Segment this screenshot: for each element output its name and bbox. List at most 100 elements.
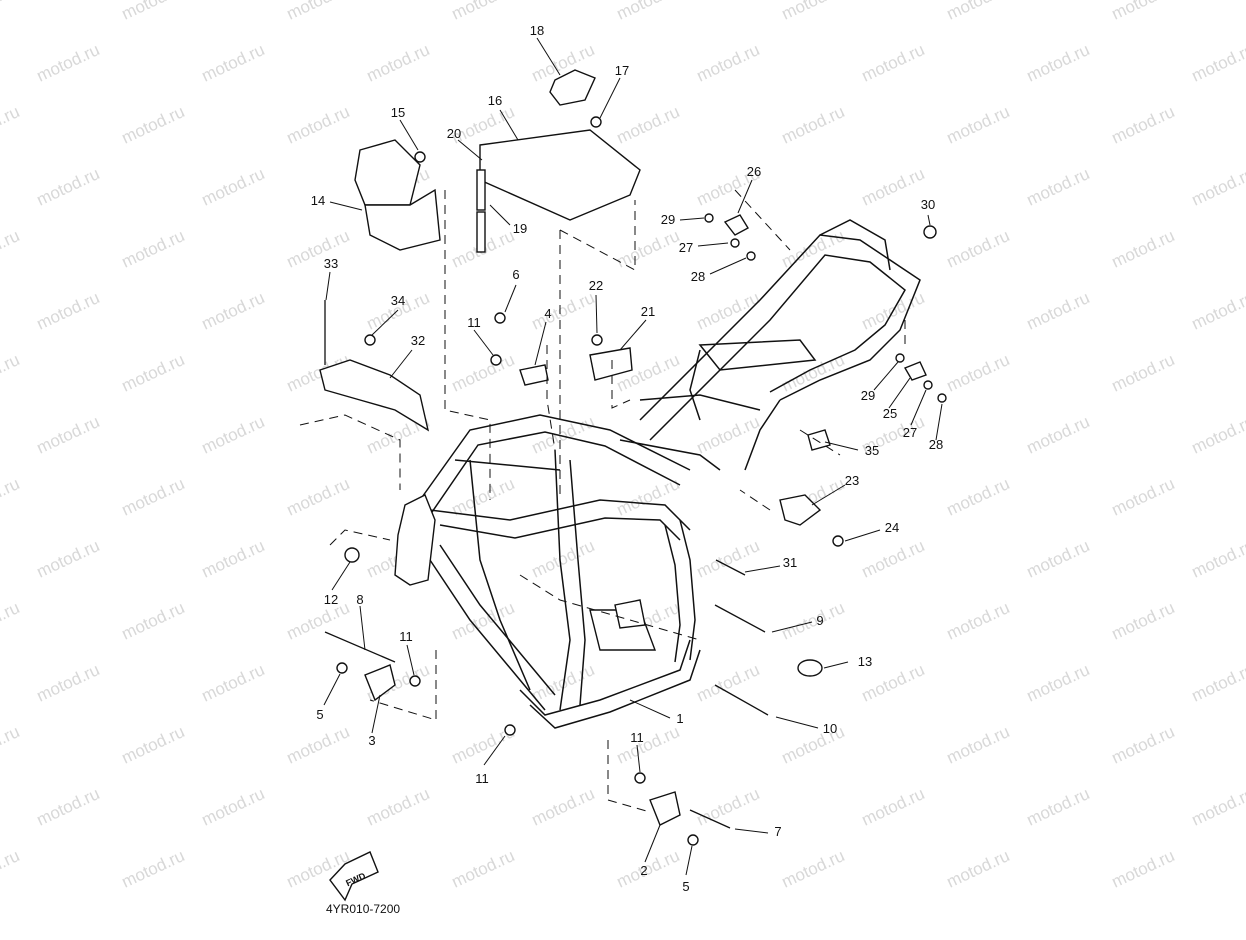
callout-number: 11 — [475, 771, 489, 786]
watermark-text: motod.ru — [614, 722, 683, 768]
watermark-text: motod.ru — [119, 598, 188, 644]
callout-number: 12 — [324, 592, 338, 607]
watermark-text: motod.ru — [614, 846, 683, 892]
watermark-text: motod.ru — [1024, 40, 1093, 86]
watermark-text: motod.ru — [199, 784, 268, 830]
callout-number: 27 — [679, 240, 693, 255]
watermark-text: motod.ru — [944, 0, 1013, 24]
watermark-text: motod.ru — [284, 226, 353, 272]
watermark-text: motod.ru — [199, 412, 268, 458]
watermark-text: motod.ru — [284, 474, 353, 520]
watermark-text: motod.ru — [779, 0, 848, 24]
callout-number: 24 — [885, 520, 899, 535]
watermark-text: motod.ru — [119, 226, 188, 272]
watermark-text: motod.ru — [1109, 0, 1178, 24]
callout-number: 4 — [544, 306, 551, 321]
callout-number: 31 — [783, 555, 797, 570]
watermark-text: motod.ru — [529, 288, 598, 334]
callout-number: 17 — [615, 63, 629, 78]
watermark-text: motod.ru — [694, 288, 763, 334]
watermark-text: motod.ru — [119, 722, 188, 768]
watermark-text: motod.ru — [1109, 474, 1178, 520]
watermark-text: motod.ru — [284, 0, 353, 24]
watermark-text: motod.ru — [284, 722, 353, 768]
watermark-text: motod.ru — [1189, 536, 1246, 582]
callout-number: 16 — [488, 93, 502, 108]
watermark-text: motod.ru — [529, 536, 598, 582]
watermark-text: motod.ru — [34, 40, 103, 86]
watermark-text: motod.ru — [1024, 164, 1093, 210]
watermark-text: motod.ru — [0, 474, 22, 520]
watermark-text: motod.ru — [944, 226, 1013, 272]
watermark-text: motod.ru — [1189, 412, 1246, 458]
watermark-text: motod.ru — [1024, 660, 1093, 706]
callout-number: 20 — [447, 126, 461, 141]
callout-number: 11 — [630, 730, 644, 745]
parts-layer — [319, 69, 947, 846]
watermark-text: motod.ru — [0, 846, 22, 892]
watermark-text: motod.ru — [1109, 598, 1178, 644]
watermark-text: motod.ru — [1109, 226, 1178, 272]
callout-number: 21 — [641, 304, 655, 319]
watermark-text: motod.ru — [34, 660, 103, 706]
watermark-text: motod.ru — [0, 226, 22, 272]
watermark-text: motod.ru — [119, 350, 188, 396]
watermark-text: motod.ru — [944, 722, 1013, 768]
callout-number: 18 — [530, 23, 544, 38]
watermark-text: motod.ru — [779, 846, 848, 892]
watermark-text: motod.ru — [1109, 846, 1178, 892]
watermark-text: motod.ru — [0, 722, 22, 768]
watermark-text: motod.ru — [1189, 40, 1246, 86]
watermark-text: motod.ru — [119, 846, 188, 892]
watermark-text: motod.ru — [199, 40, 268, 86]
callout-number: 11 — [399, 629, 413, 644]
watermark-text: motod.ru — [1024, 536, 1093, 582]
watermark-text: motod.ru — [1189, 784, 1246, 830]
callout-number: 13 — [858, 654, 872, 669]
callout-number: 11 — [467, 315, 481, 330]
callout-number: 5 — [316, 707, 323, 722]
watermark-text: motod.ru — [119, 0, 188, 24]
callout-number: 29 — [861, 388, 875, 403]
watermark-text: motod.ru — [694, 784, 763, 830]
watermark-text: motod.ru — [859, 536, 928, 582]
watermark-text: motod.ru — [34, 164, 103, 210]
callout-number: 25 — [883, 406, 897, 421]
watermark-text: motod.ru — [0, 598, 22, 644]
watermark-text: motod.ru — [694, 40, 763, 86]
watermark-text: motod.ru — [529, 660, 598, 706]
watermark-text: motod.ru — [34, 536, 103, 582]
callout-number: 1 — [676, 711, 683, 726]
watermark-text: motod.ru — [364, 40, 433, 86]
watermark-text: motod.ru — [779, 598, 848, 644]
callout-number: 8 — [356, 592, 363, 607]
watermark-text: motod.ru — [1109, 722, 1178, 768]
callout-number: 23 — [845, 473, 859, 488]
callout-number: 33 — [324, 256, 338, 271]
frame-assembly-drawing — [394, 219, 921, 729]
watermark-text: motod.ru — [944, 102, 1013, 148]
watermark-text: motod.ru — [1189, 660, 1246, 706]
callout-number: 27 — [903, 425, 917, 440]
watermark-text: motod.ru — [34, 288, 103, 334]
watermark-text: motod.ru — [449, 846, 518, 892]
watermark-text: motod.ru — [0, 0, 22, 24]
callout-number: 30 — [921, 197, 935, 212]
watermark-text: motod.ru — [34, 412, 103, 458]
callout-number: 32 — [411, 333, 425, 348]
callout-number: 7 — [774, 824, 781, 839]
watermark-text: motod.ru — [1024, 784, 1093, 830]
watermark-text: motod.ru — [119, 102, 188, 148]
callout-number: 19 — [513, 221, 527, 236]
reference-lines — [299, 189, 906, 813]
watermark-text: motod.ru — [859, 164, 928, 210]
watermark-text: motod.ru — [614, 0, 683, 24]
diagram-code: 4YR010-7200 — [326, 902, 400, 916]
watermark-text: motod.ru — [944, 598, 1013, 644]
watermark-text: motod.ru — [449, 0, 518, 24]
watermark-text: motod.ru — [944, 350, 1013, 396]
watermark-text: motod.ru — [859, 784, 928, 830]
watermark-text: motod.ru — [449, 474, 518, 520]
